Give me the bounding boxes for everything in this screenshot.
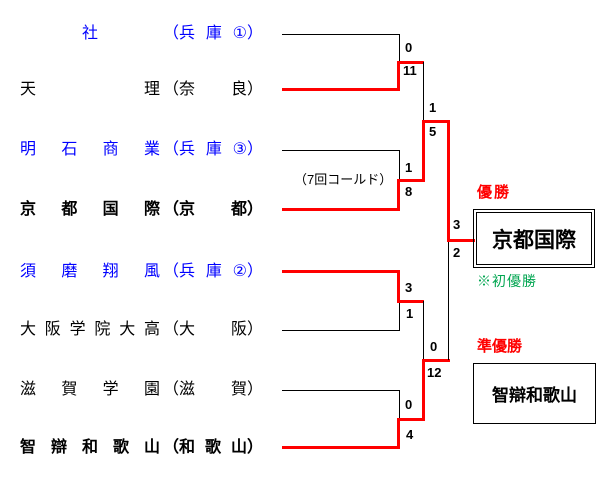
bracket-line-winner (397, 179, 424, 182)
bracket-line-winner (282, 208, 400, 211)
score-sf1-top: 1 (429, 100, 437, 115)
runner-up-name: 智辯和歌山 (492, 386, 577, 405)
bracket-line-winner (397, 418, 424, 421)
score-r1m3-top: 3 (405, 280, 413, 295)
score-r1m4-bottom: 4 (406, 427, 414, 442)
bracket-line-winner (397, 61, 400, 91)
bracket-line-winner (397, 179, 400, 211)
bracket-line-winner (422, 359, 450, 362)
bracket-line-winner (422, 359, 425, 421)
bracket-line (423, 301, 424, 360)
bracket-line-winner (282, 88, 400, 91)
team-name: 滋賀学園 (20, 381, 160, 398)
bracket-line-winner (447, 120, 450, 242)
team-prefecture: （ 奈良 ） (163, 81, 264, 98)
bracket-line (282, 34, 400, 35)
bracket-line-winner (397, 418, 400, 449)
team-name: 智辯和歌山 (20, 439, 160, 456)
bracket-line-winner (397, 300, 424, 303)
first-championship-note: ※初優勝 (477, 273, 537, 289)
score-sf1-bottom: 5 (429, 124, 437, 139)
score-sf2-top: 0 (430, 339, 438, 354)
bracket-line-winner (422, 120, 425, 182)
bracket-line-winner (422, 120, 450, 123)
team-prefecture: （ 滋賀 ） (163, 381, 264, 398)
bracket-line (399, 150, 400, 180)
champion-name: 京都国際 (492, 228, 576, 252)
bracket-line (448, 241, 449, 360)
bracket-line-winner (447, 239, 475, 242)
score-final-top: 3 (453, 217, 461, 232)
score-r1m2-top: 1 (405, 160, 413, 175)
champion-label: 優勝 (477, 184, 512, 201)
champion-box-inner: 京都国際 (476, 212, 592, 265)
team-name: 天理 (20, 81, 160, 98)
called-game-note: （7回コールド） (294, 172, 393, 187)
bracket-line-winner (397, 270, 400, 303)
bracket-line (282, 330, 400, 331)
score-r1m1-top: 0 (405, 40, 413, 55)
team-prefecture: （ 大阪 ） (163, 321, 264, 338)
team-name: 須磨翔風 (20, 263, 160, 280)
team-name: 大阪学院大高 (20, 321, 160, 338)
bracket-line (282, 390, 400, 391)
runner-up-box: 智辯和歌山 (473, 363, 596, 424)
bracket-line-winner (397, 61, 424, 64)
bracket-line (399, 390, 400, 419)
runner-up-label: 準優勝 (477, 338, 523, 355)
team-name: 社 (81, 25, 98, 42)
bracket-line-winner (282, 270, 400, 273)
bracket-line (423, 62, 424, 121)
champion-box: 京都国際 (473, 209, 595, 268)
bracket-line (399, 301, 400, 330)
score-r1m4-top: 0 (405, 397, 413, 412)
team-name: 京都国際 (20, 201, 160, 218)
bracket-line-winner (282, 446, 400, 449)
bracket-line (399, 34, 400, 62)
score-r1m1-bottom: 11 (403, 63, 417, 78)
team-name: 明石商業 (20, 141, 160, 158)
score-r1m3-bottom: 1 (406, 306, 414, 321)
score-final-bottom: 2 (453, 245, 461, 260)
team-prefecture: （ 京都 ） (163, 201, 264, 218)
bracket-line (282, 150, 400, 151)
team-prefecture: （ 和歌山 ） (163, 439, 264, 456)
score-r1m2-bottom: 8 (405, 184, 413, 199)
score-sf2-bottom: 12 (427, 365, 442, 380)
